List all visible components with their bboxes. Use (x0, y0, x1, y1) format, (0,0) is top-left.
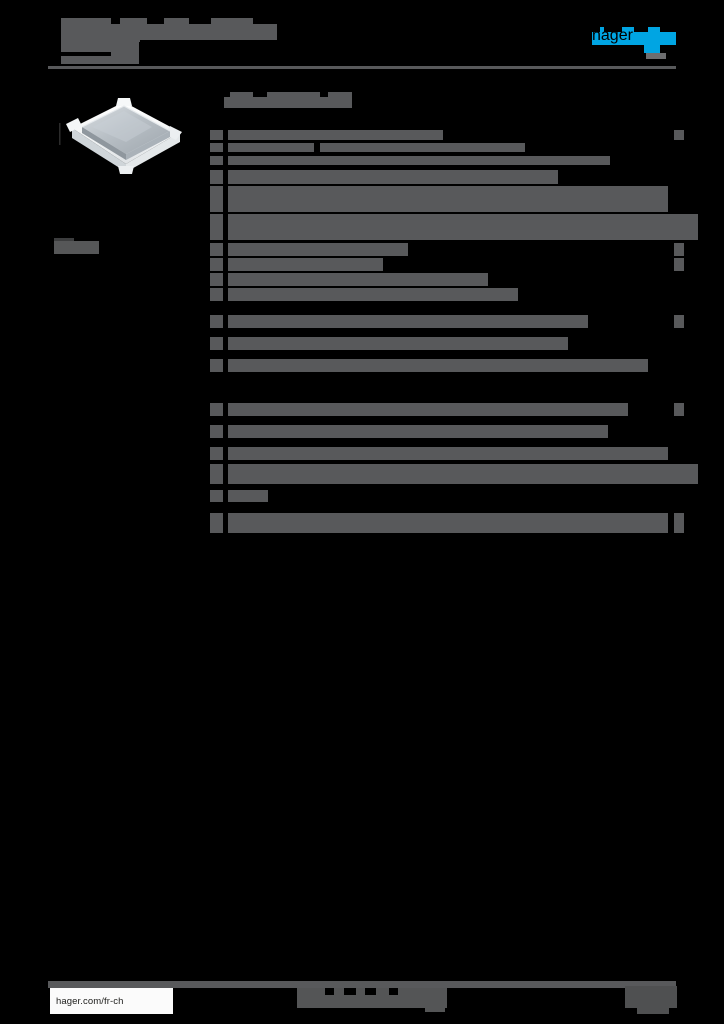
toc-entry-number (210, 243, 223, 256)
toc-entry-label (228, 447, 668, 460)
title-glyph-gap (147, 18, 164, 24)
footer-glyph-gap (365, 988, 376, 995)
toc-heading-glyph-gap (320, 92, 328, 97)
toc-heading (224, 92, 352, 108)
footer-page-label-second-line (637, 1006, 669, 1014)
toc-entry-page (674, 130, 684, 140)
toc-entry-number (210, 143, 223, 152)
toc-entry-label (228, 170, 558, 184)
toc-entry-number (210, 288, 223, 301)
toc-entry-label (228, 425, 608, 438)
subtitle-glyph-gap (61, 52, 111, 56)
title-descender (136, 40, 140, 42)
toc-entry[interactable] (210, 156, 684, 165)
title-glyph-gap (253, 18, 277, 24)
toc-entry-number (210, 214, 223, 240)
toc-entry-page (674, 403, 684, 416)
toc-entry-label (228, 403, 628, 416)
toc-heading-glyph-gap (224, 92, 230, 97)
toc-entry-label (228, 258, 383, 271)
toc-entry-leader (320, 143, 525, 152)
footer-glyph-gap (325, 988, 334, 995)
toc-entry[interactable] (210, 315, 684, 328)
toc-entry-number (210, 186, 223, 212)
logo-shadow (646, 53, 666, 59)
toc-entry-number (210, 258, 223, 271)
toc-entry[interactable] (210, 425, 684, 438)
product-caption-accent (54, 238, 74, 241)
footer-center-descender (425, 1000, 445, 1012)
toc-entry[interactable] (210, 214, 698, 240)
toc-entry-page (674, 243, 684, 256)
toc-entry-number (210, 170, 223, 184)
toc-entry[interactable] (210, 273, 684, 286)
toc-entry[interactable] (210, 130, 684, 140)
toc-entry-number (210, 464, 223, 484)
toc-entry-label (228, 273, 488, 286)
toc-entry[interactable] (210, 359, 684, 372)
toc-entry-number (210, 425, 223, 438)
toc-entry[interactable] (210, 186, 684, 212)
toc-entry[interactable] (210, 490, 684, 502)
floor-box-product-photo (48, 84, 200, 188)
toc-entry[interactable] (210, 288, 684, 301)
toc-entry-label (228, 214, 698, 240)
title-glyph-gap (189, 18, 211, 24)
toc-entry[interactable] (210, 170, 684, 184)
toc-heading-glyph-gap (253, 92, 267, 97)
toc-entry-page (674, 258, 684, 271)
toc-entry-number (210, 513, 223, 533)
footer-divider (48, 981, 676, 988)
footer-url-link[interactable]: hager.com/fr-ch (50, 988, 173, 1014)
toc-entry-number (210, 403, 223, 416)
logo-baseline-gap (592, 45, 644, 53)
toc-entry[interactable] (210, 258, 684, 271)
logo-glyph-gap (660, 27, 676, 32)
toc-entry-leader (262, 130, 443, 140)
footer-url-text: hager.com/fr-ch (56, 995, 124, 1007)
footer-page-label (625, 986, 677, 1008)
toc-entry-leader (330, 156, 610, 165)
toc-entry-number (210, 337, 223, 350)
toc-entry-number (210, 273, 223, 286)
toc-entry-label (228, 288, 518, 301)
toc-entry[interactable] (210, 403, 684, 416)
footer-glyph-gap (344, 988, 356, 995)
toc-entry-label (228, 464, 698, 484)
product-caption (54, 241, 99, 254)
toc-entry[interactable] (210, 143, 684, 152)
toc-entry-page (674, 513, 684, 533)
toc-entry[interactable] (210, 464, 698, 484)
toc-entry[interactable] (210, 243, 684, 256)
toc-entry-label (228, 359, 648, 372)
toc-entry-label (228, 513, 668, 533)
toc-entry-label (228, 186, 668, 212)
header-divider (48, 66, 676, 69)
toc-entry-number (210, 130, 223, 140)
toc-entry-page (674, 315, 684, 328)
toc-entry[interactable] (210, 447, 684, 460)
toc-entry-label (228, 315, 588, 328)
toc-entry-number (210, 447, 223, 460)
toc-entry[interactable] (210, 513, 684, 533)
toc-entry[interactable] (210, 337, 684, 350)
toc-entry-label (228, 143, 314, 152)
toc-entry-number (210, 156, 223, 165)
logo-glyph-gap (634, 27, 648, 32)
logo-glyph-gap (592, 27, 600, 32)
toc-entry-label (228, 337, 568, 350)
toc-entry-label (228, 490, 268, 502)
toc-entry-number (210, 490, 223, 502)
page-title (61, 18, 277, 40)
toc-entry-label (228, 243, 408, 256)
title-glyph-gap (111, 18, 120, 24)
footer-center-text (297, 988, 447, 1008)
toc-entry-number (210, 359, 223, 372)
toc-entry-number (210, 315, 223, 328)
logo-glyph-gap (604, 27, 622, 32)
logo-baseline-gap (660, 45, 676, 53)
footer-glyph-gap (389, 988, 398, 995)
